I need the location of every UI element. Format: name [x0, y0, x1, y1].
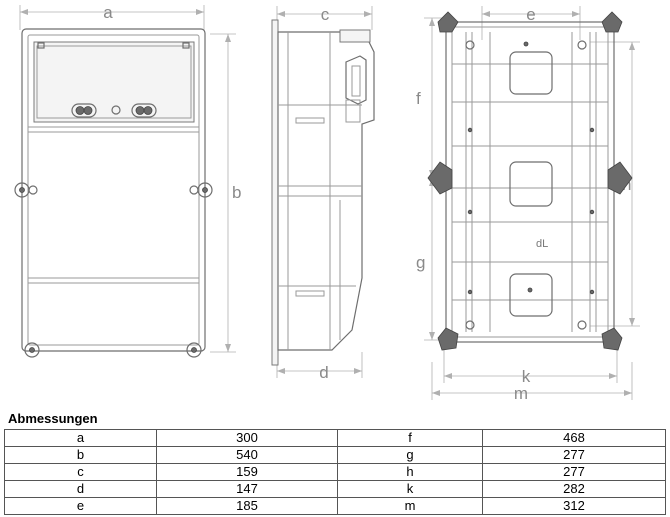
dimension-a: a	[19, 3, 205, 30]
technical-drawing: a b	[14, 3, 640, 403]
dimension-h: g	[416, 178, 446, 341]
dimension-g: f	[416, 17, 446, 178]
dimension-value: 468	[482, 429, 666, 447]
knockout-top	[509, 51, 553, 95]
manufacturer-logo: dL	[536, 238, 548, 250]
dimension-value: 540	[156, 446, 338, 464]
dimension-label: g	[337, 446, 483, 464]
dimension-value: 185	[156, 497, 338, 515]
dimension-value: 147	[156, 480, 338, 498]
dimension-label: h	[337, 463, 483, 481]
dimension-value: 277	[482, 463, 666, 481]
dimension-label: a	[4, 429, 157, 447]
knockout-middle	[509, 161, 553, 207]
label-a: a	[103, 3, 113, 22]
dimension-e: e	[481, 5, 581, 40]
front-view: a b	[14, 3, 241, 358]
label-e: e	[526, 5, 535, 24]
dimension-label: b	[4, 446, 157, 464]
front-center-screw	[111, 105, 121, 115]
mounting-brackets	[427, 11, 633, 351]
dimension-label: f	[337, 429, 483, 447]
dimension-label: k	[337, 480, 483, 498]
side-back-plate	[271, 19, 279, 366]
dimension-c: c	[276, 5, 373, 30]
dimension-b: b	[210, 33, 241, 353]
dimension-value: 300	[156, 429, 338, 447]
side-view: c d	[271, 5, 375, 382]
dimension-label: d	[4, 480, 157, 498]
back-holes	[465, 40, 595, 330]
dimension-label: e	[4, 497, 157, 515]
back-plate	[445, 21, 615, 343]
label-c: c	[321, 5, 330, 24]
front-window	[33, 41, 195, 123]
label-g: f	[416, 89, 421, 108]
dimension-value: 312	[482, 497, 666, 515]
front-lock-left	[71, 103, 97, 118]
dimension-k: k	[443, 350, 618, 386]
dimension-d: d	[276, 352, 363, 382]
label-b: b	[232, 183, 241, 202]
back-view: e f g h	[416, 5, 640, 403]
label-m: m	[514, 384, 528, 403]
label-h: g	[416, 253, 425, 272]
front-mounting-ears	[14, 182, 213, 358]
svg-text:dL: dL	[536, 238, 548, 250]
dimension-value: 277	[482, 446, 666, 464]
label-d: d	[319, 363, 328, 382]
knockout-bottom	[509, 273, 553, 317]
back-grid	[452, 32, 608, 332]
label-k: k	[522, 367, 531, 386]
dimension-label: m	[337, 497, 483, 515]
front-lock-right	[131, 103, 157, 118]
dimension-m: m	[431, 362, 633, 403]
dimension-label: c	[4, 463, 157, 481]
dimension-value: 159	[156, 463, 338, 481]
table-title: Abmessungen	[8, 411, 98, 426]
dimension-value: 282	[482, 480, 666, 498]
